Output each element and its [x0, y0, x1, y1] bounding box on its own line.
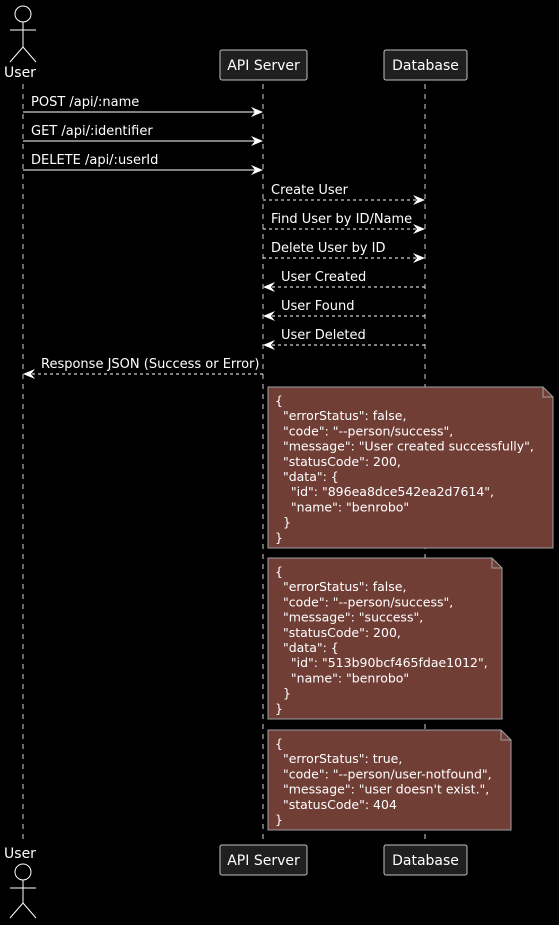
note-text-line: "statusCode": 200,	[275, 625, 401, 640]
note-box	[267, 729, 512, 831]
note-3: { "errorStatus": true, "code": "--person…	[267, 729, 512, 831]
message-label: DELETE /api/:userId	[31, 153, 158, 168]
actor-user-bottom: User	[4, 846, 37, 919]
note-text-line: "id": "513b90bcf465fdae1012",	[275, 655, 488, 670]
participant-label-user-bottom: User	[4, 846, 36, 862]
note-text-line: }	[275, 530, 283, 545]
note-text-line: "statusCode": 404	[275, 797, 397, 812]
message-label: Response JSON (Success or Error)	[41, 357, 259, 372]
note-text-line: {	[275, 393, 283, 408]
message-label: GET /api/:identifier	[31, 124, 153, 139]
note-box	[267, 557, 503, 720]
note-text-line: {	[275, 736, 283, 751]
note-fold-corner	[491, 558, 502, 569]
message-3: DELETE /api/:userId	[23, 153, 263, 175]
message-label: User Created	[281, 270, 366, 285]
note-text-line: "code": "--person/user-notfound",	[275, 766, 492, 781]
message-8: User Found	[263, 299, 425, 321]
participant-label-api-server-top: API Server	[227, 58, 300, 74]
note-text-line: }	[275, 515, 291, 530]
message-4: Create User	[263, 183, 425, 205]
message-label: Create User	[271, 183, 349, 198]
message-label: User Found	[281, 299, 354, 314]
message-label: User Deleted	[281, 328, 366, 343]
participant-api-server-bottom: API Server	[219, 844, 308, 876]
message-7: User Created	[263, 270, 425, 292]
participant-api-server-top: API Server	[219, 49, 308, 81]
message-label: Find User by ID/Name	[271, 212, 412, 227]
actor-stick-figure-icon	[9, 863, 37, 919]
note-text-line: }	[275, 812, 283, 827]
note-text-line: "statusCode": 200,	[275, 454, 401, 469]
note-text-line: }	[275, 701, 283, 716]
participant-label-database-top: Database	[392, 58, 459, 74]
participant-label-api-server-bottom: API Server	[227, 853, 300, 869]
note-text-line: "name": "benrobo"	[275, 670, 409, 685]
note-text-line: "errorStatus": false,	[275, 579, 406, 594]
note-text-line: "message": "user doesn't exist.",	[275, 782, 489, 797]
message-2: GET /api/:identifier	[23, 124, 263, 146]
actor-user-top: User	[4, 5, 37, 81]
note-text-line: "message": "success",	[275, 610, 423, 625]
note-text-line: }	[275, 686, 291, 701]
note-text-line: "id": "896ea8dce542ea2d7614",	[275, 484, 494, 499]
note-fold-corner	[500, 730, 511, 741]
message-10: Response JSON (Success or Error)	[23, 357, 263, 379]
note-text-line: "name": "benrobo"	[275, 499, 409, 514]
message-label: Delete User by ID	[271, 241, 386, 256]
actor-stick-figure-icon	[9, 5, 37, 63]
note-text-line: "code": "--person/success",	[275, 594, 453, 609]
note-text-line: "code": "--person/success",	[275, 423, 453, 438]
message-1: POST /api/:name	[23, 95, 263, 117]
note-text-line: "data": {	[275, 640, 339, 655]
note-1: { "errorStatus": false, "code": "--perso…	[267, 386, 554, 549]
participant-database-top: Database	[383, 49, 468, 81]
note-text-line: "errorStatus": false,	[275, 408, 406, 423]
message-6: Delete User by ID	[263, 241, 425, 263]
note-box	[267, 386, 554, 549]
note-text-line: {	[275, 564, 283, 579]
notes: { "errorStatus": false, "code": "--perso…	[267, 386, 554, 831]
participant-label-database-bottom: Database	[392, 853, 459, 869]
participant-database-bottom: Database	[383, 844, 468, 876]
message-label: POST /api/:name	[31, 95, 139, 110]
participant-label-user-top: User	[4, 65, 36, 81]
note-text-line: "message": "User created successfully",	[275, 439, 534, 454]
note-fold-corner	[542, 387, 553, 398]
note-2: { "errorStatus": false, "code": "--perso…	[267, 557, 503, 720]
note-text-line: "data": {	[275, 469, 339, 484]
message-5: Find User by ID/Name	[263, 212, 425, 234]
message-9: User Deleted	[263, 328, 425, 350]
note-text-line: "errorStatus": true,	[275, 751, 402, 766]
